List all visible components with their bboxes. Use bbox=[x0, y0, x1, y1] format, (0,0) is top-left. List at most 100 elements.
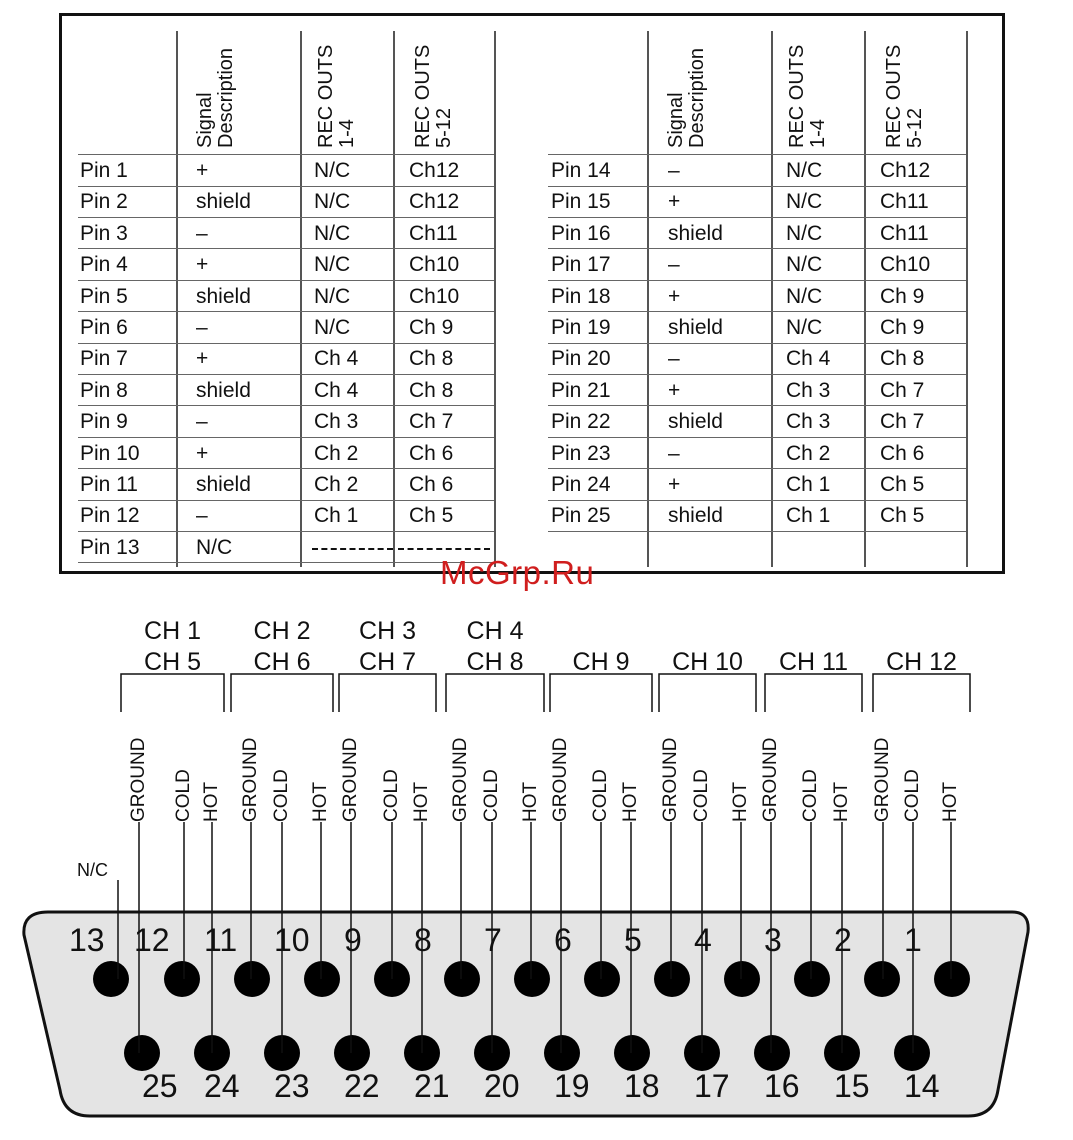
table-row-divider bbox=[548, 436, 966, 438]
left-rec-outs-1-4: Ch 2 bbox=[314, 441, 359, 465]
channel-bracket bbox=[658, 673, 757, 712]
right-rec-outs-5-12: Ch 7 bbox=[880, 410, 925, 434]
table-row-divider bbox=[78, 405, 494, 407]
right-rec-outs-1-4: Ch 2 bbox=[786, 441, 831, 465]
signal-label-cold: COLD bbox=[590, 769, 611, 822]
signal-label-cold: COLD bbox=[691, 769, 712, 822]
left-signal-description: shield bbox=[196, 378, 251, 402]
table-row-divider bbox=[548, 185, 966, 187]
pin-number-label: 5 bbox=[624, 922, 642, 958]
pin-number-label: 22 bbox=[344, 1068, 380, 1104]
pin-number-label: 14 bbox=[904, 1068, 940, 1104]
pin-number-label: 13 bbox=[69, 922, 105, 958]
left-pin-number: Pin 12 bbox=[80, 504, 140, 528]
right-signal-description: – bbox=[668, 159, 680, 182]
left-rec-outs-5-12: Ch 6 bbox=[409, 473, 454, 496]
left-pin-number: Pin 8 bbox=[80, 378, 128, 402]
left-pin-number: Pin 11 bbox=[80, 473, 138, 496]
table-row-divider bbox=[78, 311, 494, 313]
right-pin-number: Pin 18 bbox=[551, 284, 611, 308]
table-row-divider bbox=[78, 342, 494, 344]
left-signal-description: – bbox=[196, 504, 208, 528]
table-row-divider bbox=[78, 248, 494, 250]
table-row-divider bbox=[548, 248, 966, 250]
right-pin-number: Pin 21 bbox=[551, 378, 611, 402]
watermark: McGrp.Ru bbox=[440, 554, 595, 591]
left-signal-description: shield bbox=[196, 473, 251, 496]
channel-bracket bbox=[230, 673, 334, 712]
left-rec-outs-5-12: Ch 9 bbox=[409, 316, 454, 339]
pin-number-label: 21 bbox=[414, 1068, 450, 1104]
left-rec-outs-1-4: N/C bbox=[314, 190, 351, 214]
pin-socket bbox=[124, 1035, 160, 1071]
signal-label-hot: HOT bbox=[310, 781, 331, 822]
pin-socket bbox=[864, 961, 900, 997]
table-column-divider bbox=[966, 31, 968, 567]
signal-label-ground: GROUND bbox=[340, 737, 361, 822]
signal-label-hot: HOT bbox=[730, 781, 751, 822]
channel-group-label: CH 9 bbox=[572, 648, 630, 676]
left-signal-description: + bbox=[196, 159, 209, 182]
right-rec-outs-1-4: N/C bbox=[786, 316, 823, 339]
left-rec-outs-1-4: N/C bbox=[314, 159, 351, 182]
signal-label-ground: GROUND bbox=[240, 737, 261, 822]
pin-number-label: 8 bbox=[414, 922, 432, 958]
channel-group-label: CH 4 CH 8 bbox=[466, 617, 524, 676]
right-rec-outs-1-4: Ch 3 bbox=[786, 410, 831, 434]
table-row-divider bbox=[78, 468, 494, 470]
right-pin-number: Pin 17 bbox=[551, 253, 611, 277]
table-column-divider bbox=[494, 31, 496, 567]
table-row-divider bbox=[548, 279, 966, 281]
right-signal-description: – bbox=[668, 441, 680, 465]
right-signal-description: shield bbox=[668, 410, 723, 434]
channel-bracket bbox=[872, 673, 971, 712]
table-row-divider bbox=[78, 436, 494, 438]
left-pin-number: Pin 5 bbox=[80, 284, 128, 308]
right-rec-outs-1-4: Ch 4 bbox=[786, 347, 831, 371]
left-rec-outs-1-4: N/C bbox=[314, 316, 351, 339]
left-signal-description: N/C bbox=[196, 535, 233, 559]
right-rec-outs-5-12: Ch11 bbox=[880, 190, 929, 214]
channel-bracket bbox=[338, 673, 437, 712]
pin-socket bbox=[334, 1035, 370, 1071]
table-column-divider bbox=[864, 31, 866, 567]
right-rec-outs-5-12: Ch 5 bbox=[880, 473, 925, 496]
pin-socket bbox=[93, 961, 129, 997]
pin-number-label: 18 bbox=[624, 1068, 660, 1104]
pin-number-label: 4 bbox=[694, 922, 712, 958]
left-rec-outs-1-4: Ch 4 bbox=[314, 347, 359, 371]
left-rec-outs-5-12: Ch 8 bbox=[409, 347, 454, 371]
pin-socket bbox=[544, 1035, 580, 1071]
signal-label-cold: COLD bbox=[271, 769, 292, 822]
left-pin-number: Pin 13 bbox=[80, 535, 140, 559]
table-row-divider bbox=[548, 499, 966, 501]
right-pin-number: Pin 16 bbox=[551, 221, 611, 245]
left-signal-description: – bbox=[196, 316, 208, 339]
table-column-divider bbox=[176, 31, 178, 567]
right-pin-number: Pin 25 bbox=[551, 504, 611, 528]
pin-number-label: 2 bbox=[834, 922, 852, 958]
pin-socket bbox=[724, 961, 760, 997]
table-row-divider bbox=[548, 530, 966, 532]
right-rec-outs-1-4: N/C bbox=[786, 190, 823, 214]
pin-number-label: 11 bbox=[204, 922, 238, 958]
left-rec-outs-1-4: N/C bbox=[314, 284, 351, 308]
right-rec-outs-5-12: Ch 9 bbox=[880, 284, 925, 308]
table-row-divider bbox=[78, 499, 494, 501]
pin-number-label: 17 bbox=[694, 1068, 730, 1104]
right-rec-outs-1-4: N/C bbox=[786, 284, 823, 308]
left-rec-outs-5-12: Ch12 bbox=[409, 190, 460, 214]
right-pin-number: Pin 14 bbox=[551, 159, 611, 182]
table-row-divider bbox=[548, 468, 966, 470]
pin-number-label: 3 bbox=[764, 922, 782, 958]
left-rec-outs-5-12: Ch 8 bbox=[409, 378, 454, 402]
right-signal-description: – bbox=[668, 253, 680, 277]
dashed-not-connected bbox=[312, 548, 393, 550]
right-pin-number: Pin 15 bbox=[551, 190, 611, 214]
left-pin-number: Pin 4 bbox=[80, 253, 128, 277]
pin-number-label: 19 bbox=[554, 1068, 590, 1104]
signal-label-hot: HOT bbox=[411, 781, 432, 822]
right-rec-outs-1-4: Ch 1 bbox=[786, 473, 831, 496]
left-rec-outs-5-12: Ch 6 bbox=[409, 441, 454, 465]
table-row-divider bbox=[548, 311, 966, 313]
